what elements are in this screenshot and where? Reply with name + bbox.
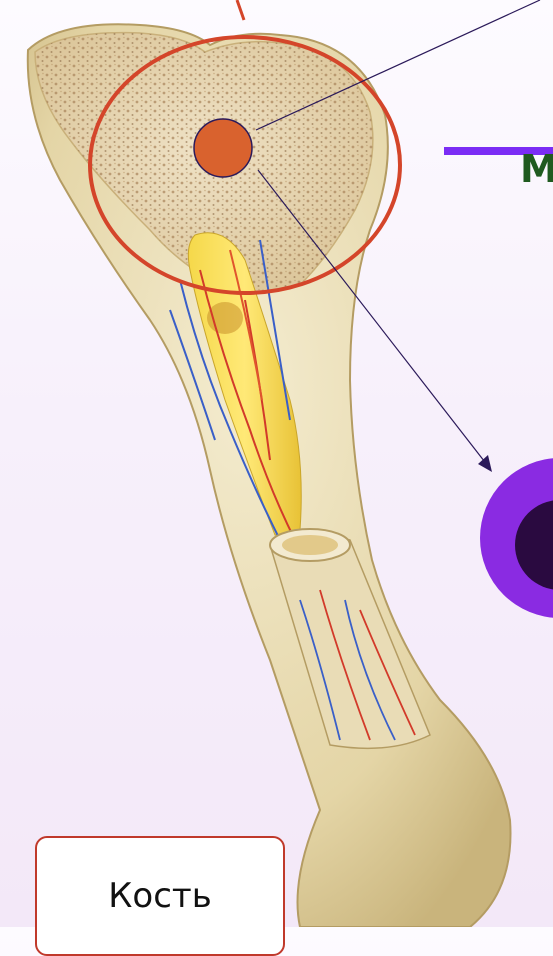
top-red-stroke — [237, 0, 244, 20]
bone-label: Кость — [37, 876, 283, 916]
shaft-inner-ring — [282, 535, 338, 555]
arrowhead-icon — [478, 455, 492, 472]
partial-title-letter: M — [520, 150, 553, 188]
bone-diagram — [0, 0, 553, 927]
bone-label-box: Кость — [35, 836, 285, 956]
marker-dot — [194, 119, 252, 177]
